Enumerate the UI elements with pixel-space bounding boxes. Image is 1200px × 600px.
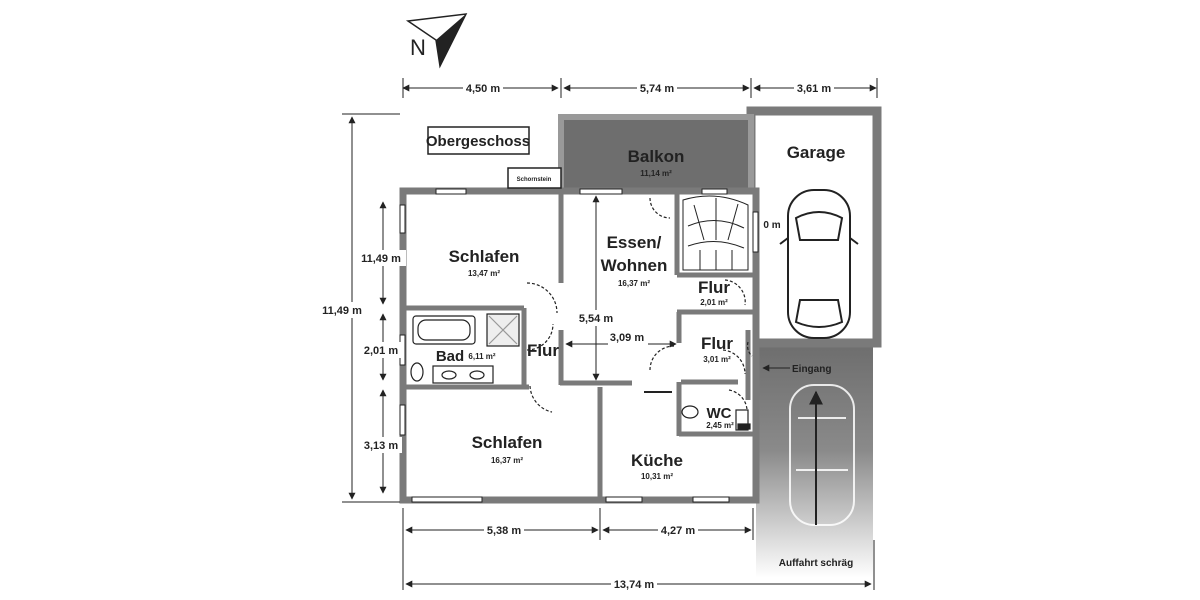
- bathroom-fixtures: [410, 313, 520, 384]
- garage-car-icon: [779, 189, 859, 339]
- dim-left-1: 11,49 m: [361, 253, 401, 265]
- room-name-flur-small: Flur: [527, 341, 559, 360]
- driveway: [756, 346, 873, 578]
- room-name-wc: WC: [707, 405, 732, 422]
- garage-extra: 0 m: [763, 220, 780, 231]
- room-name-schlafen-top: Schlafen: [449, 247, 520, 266]
- auffahrt-label: Auffahrt schräg: [779, 558, 853, 569]
- room-area-flur-upper: 2,01 m²: [700, 298, 728, 307]
- room-name-garage: Garage: [787, 143, 846, 162]
- dim-left-outer: 11,49 m: [322, 305, 362, 317]
- room-name-flur-upper: Flur: [698, 278, 730, 297]
- dim-top-1: 4,50 m: [466, 83, 500, 95]
- room-area-flur-lower: 3,01 m²: [703, 355, 731, 364]
- wc-fixtures: [681, 405, 751, 431]
- windows: [399, 188, 759, 503]
- dim-bottom-2: 4,27 m: [661, 525, 695, 537]
- dim-top-2: 5,74 m: [640, 83, 674, 95]
- room-name-flur-lower: Flur: [701, 334, 733, 353]
- driveway-car-icon: [789, 384, 855, 526]
- staircase: [682, 195, 749, 271]
- chimney-label: Schornstein: [517, 177, 552, 183]
- dimension-labels: 4,50 m 5,74 m 3,61 m 11,49 m 11,49 m 2,0…: [320, 80, 834, 592]
- room-name-balkon: Balkon: [628, 147, 685, 166]
- room-name-essen-2: Wohnen: [601, 256, 668, 275]
- door-swings: [526, 197, 753, 415]
- garage-outline: [746, 106, 882, 348]
- room-name-bad: Bad: [436, 348, 464, 365]
- room-name-kueche: Küche: [631, 451, 683, 470]
- dim-bottom-1: 5,38 m: [487, 525, 521, 537]
- dim-left-2: 2,01 m: [364, 345, 398, 357]
- floor-label-box: [427, 126, 530, 155]
- room-area-wc: 2,45 m²: [706, 421, 734, 430]
- dim-top-3: 3,61 m: [797, 83, 831, 95]
- room-name-essen-1: Essen/: [607, 233, 662, 252]
- chimney: [507, 167, 562, 189]
- room-area-essen: 16,37 m²: [618, 279, 650, 288]
- room-area-schlafen-bottom: 16,37 m²: [491, 456, 523, 465]
- room-name-schlafen-bottom: Schlafen: [472, 433, 543, 452]
- interior-walls: [403, 191, 756, 500]
- dim-left-3: 3,13 m: [364, 440, 398, 452]
- room-area-balkon: 11,14 m²: [640, 169, 672, 178]
- eingang-label: Eingang: [792, 364, 831, 375]
- floor-label: Obergeschoss: [426, 133, 530, 150]
- dim-inner-horizontal: 3,09 m: [610, 332, 644, 344]
- compass-letter: N: [410, 35, 426, 60]
- dim-inner-vertical: 5,54 m: [579, 313, 613, 325]
- dim-bottom-total: 13,74 m: [614, 579, 655, 591]
- room-area-schlafen-top: 13,47 m²: [468, 269, 500, 278]
- room-area-kueche: 10,31 m²: [641, 472, 673, 481]
- room-area-bad: 6,11 m²: [468, 352, 495, 361]
- compass: N: [405, 13, 468, 69]
- toilet-icon: [410, 362, 424, 382]
